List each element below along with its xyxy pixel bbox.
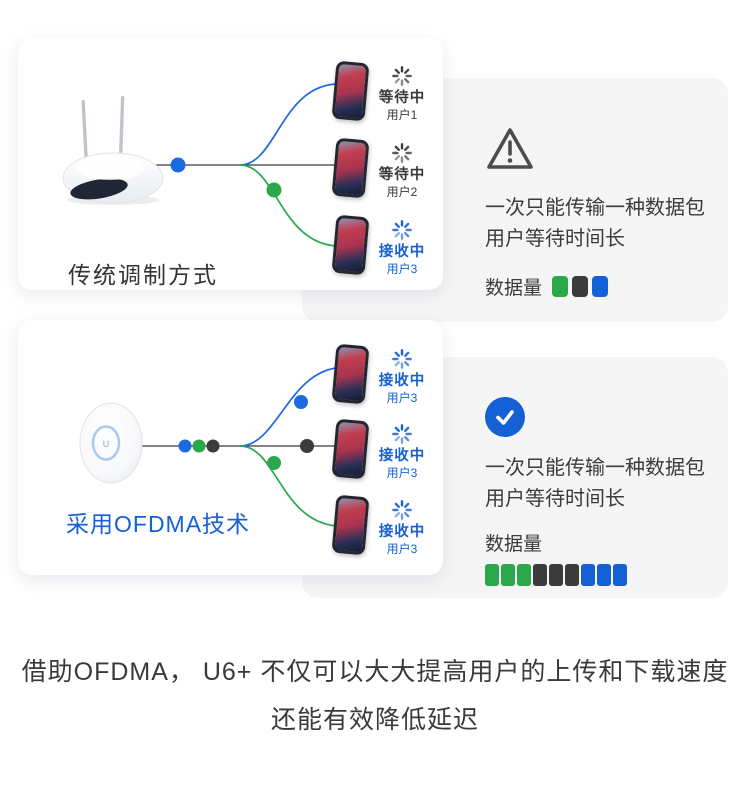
phone-user2: [331, 137, 370, 199]
router-icon: [62, 96, 164, 205]
data-blocks-large: [485, 564, 725, 586]
queue-dot-blue: [178, 439, 192, 453]
status-text: 接收中: [378, 373, 426, 389]
warning-icon: [487, 128, 533, 169]
ofdma-diagram-card: U 采用OFDMA技术 接收中 用户3: [18, 320, 443, 575]
phone-user3-c: [331, 494, 370, 556]
packet-dot-green: [266, 182, 282, 198]
packet-dot-blue: [170, 157, 186, 173]
user-text: 用户3: [386, 262, 418, 277]
phone-user3-b: [331, 418, 370, 480]
data-block: [565, 564, 579, 586]
traditional-diagram-card: 传统调制方式 等待中 用户1: [18, 38, 443, 290]
caption-line2: 还能有效降低延迟: [270, 706, 479, 734]
user-text: 用户2: [386, 185, 418, 200]
user-text: 用户1: [386, 108, 418, 123]
phone-user1: [331, 60, 370, 122]
data-block: [572, 276, 589, 297]
status-text: 接收中: [378, 244, 426, 260]
warning-panel-content: 一次只能传输一种数据包 用户等待时间长 数据量: [485, 126, 725, 300]
data-blocks-small: [552, 276, 609, 297]
branch-dot-blue: [294, 395, 308, 409]
status-text: 接收中: [378, 448, 426, 464]
data-block: [581, 564, 595, 586]
status-text: 等待中: [378, 167, 426, 183]
data-volume-label: 数据量: [485, 278, 543, 299]
status-user3-c: 接收中 用户3: [370, 499, 434, 557]
data-block: [501, 564, 515, 586]
warning-line1: 一次只能传输一种数据包: [485, 197, 705, 219]
data-block: [549, 564, 563, 586]
caption-line1: 借助OFDMA， U6+ 不仅可以大大提高用户的上传和下载速度: [21, 658, 729, 686]
svg-text:U: U: [103, 439, 110, 449]
loading-spinner-icon: [392, 220, 412, 240]
user-text: 用户3: [386, 466, 418, 481]
data-block: [533, 564, 547, 586]
data-block: [517, 564, 531, 586]
branch-dot-dark: [300, 439, 314, 453]
data-block: [485, 564, 499, 586]
status-user1: 等待中 用户1: [370, 65, 434, 123]
loading-spinner-icon: [392, 424, 412, 444]
status-user3-b: 接收中 用户3: [370, 423, 434, 481]
status-text: 接收中: [378, 524, 426, 540]
data-block: [592, 276, 609, 297]
check-panel-content: 一次只能传输一种数据包 用户等待时间长 数据量: [485, 397, 725, 586]
queue-dot-green: [192, 439, 206, 453]
queue-dot-dark: [206, 439, 220, 453]
data-block: [597, 564, 611, 586]
branch-dot-green: [267, 456, 281, 470]
check-icon: [485, 397, 525, 437]
warning-line2: 用户等待时间长: [485, 228, 625, 250]
user-text: 用户3: [386, 391, 418, 406]
access-point-icon: U: [79, 402, 143, 484]
data-block: [552, 276, 569, 297]
loading-spinner-icon: [392, 143, 412, 163]
status-user2: 等待中 用户2: [370, 142, 434, 200]
loading-spinner-icon: [392, 500, 412, 520]
check-line1: 一次只能传输一种数据包: [485, 457, 705, 479]
traditional-label: 传统调制方式: [68, 262, 218, 288]
phone-user3: [331, 214, 370, 276]
loading-spinner-icon: [392, 349, 412, 369]
caption: 借助OFDMA， U6+ 不仅可以大大提高用户的上传和下载速度 还能有效降低延迟: [0, 652, 750, 736]
check-line2: 用户等待时间长: [485, 488, 625, 510]
data-block: [613, 564, 627, 586]
status-text: 等待中: [378, 90, 426, 106]
status-user3: 接收中 用户3: [370, 219, 434, 277]
phone-user3-a: [331, 343, 370, 405]
user-text: 用户3: [386, 542, 418, 557]
data-volume-label: 数据量: [485, 534, 543, 555]
status-user3-a: 接收中 用户3: [370, 348, 434, 406]
ofdma-label: 采用OFDMA技术: [66, 511, 251, 537]
loading-spinner-icon: [392, 66, 412, 86]
